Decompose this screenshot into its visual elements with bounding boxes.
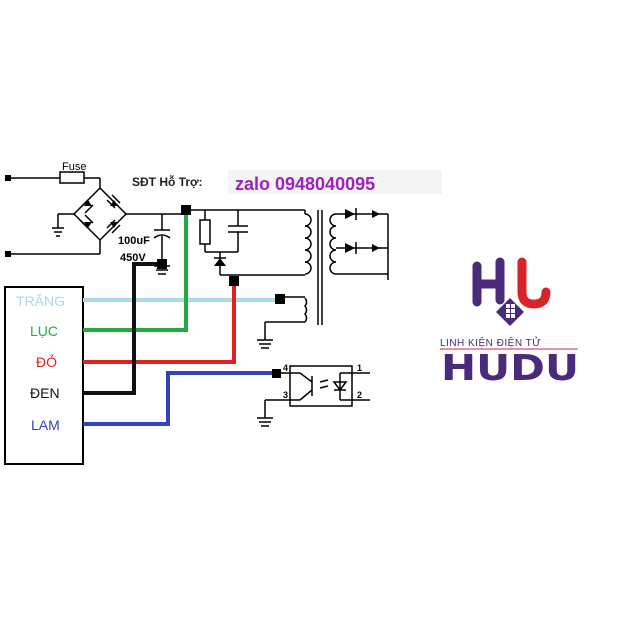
- zalo-highlight: [228, 170, 442, 194]
- snubber-diode: [214, 258, 226, 266]
- node-blue: [272, 369, 281, 378]
- logo-brand: HUDU: [441, 348, 579, 389]
- opto-led: [332, 381, 348, 392]
- logo-tagline: LINH KIỆN ĐIỆN TỬ: [440, 336, 541, 349]
- opto-pin-1: 1: [357, 363, 362, 373]
- capacitor-value: 100uF: [118, 235, 150, 247]
- logo-chip-icon: [496, 298, 524, 326]
- label-do: ĐỎ: [36, 353, 57, 370]
- wire-black: [83, 262, 162, 395]
- wire-green: [83, 210, 188, 332]
- label-lam: LAM: [31, 417, 60, 433]
- connector-box: [4, 286, 84, 465]
- logo-hu-mark: [472, 257, 551, 309]
- aux-ground: [257, 296, 305, 349]
- opto-pin-3: 3: [283, 390, 288, 400]
- optocoupler: [257, 365, 370, 427]
- label-luc: LỤC: [30, 323, 58, 339]
- transformer: [303, 210, 389, 325]
- opto-pin-4: 4: [283, 363, 288, 373]
- zalo-contact: zalo 0948040095: [235, 174, 375, 194]
- fuse-symbol: [59, 171, 85, 184]
- hudu-logo: LINH KIỆN ĐIỆN TỬ HUDU: [440, 257, 579, 389]
- node-red: [229, 276, 239, 286]
- label-den: ĐEN: [30, 385, 60, 401]
- wire-blue: [83, 371, 276, 426]
- fuse-label: Fuse: [62, 161, 86, 173]
- wire-red: [83, 280, 236, 364]
- wire-harness: [83, 210, 280, 426]
- output-diodes: [345, 208, 380, 254]
- support-phone-label: SĐT Hỗ Trợ:: [132, 174, 203, 189]
- label-trang: TRẮNG: [16, 292, 65, 309]
- opto-pin-2: 2: [357, 390, 362, 400]
- snubber-network: [185, 209, 305, 276]
- node-white: [275, 294, 285, 304]
- ac-input: [8, 171, 101, 255]
- node-green: [181, 205, 191, 215]
- bridge-diodes: [84, 200, 118, 228]
- capacitor-voltage: 450V: [120, 252, 146, 264]
- node-black: [157, 259, 167, 269]
- ac-terminal-2: [5, 251, 11, 257]
- bridge-rectifier: [52, 186, 185, 242]
- ac-terminal-1: [5, 175, 11, 181]
